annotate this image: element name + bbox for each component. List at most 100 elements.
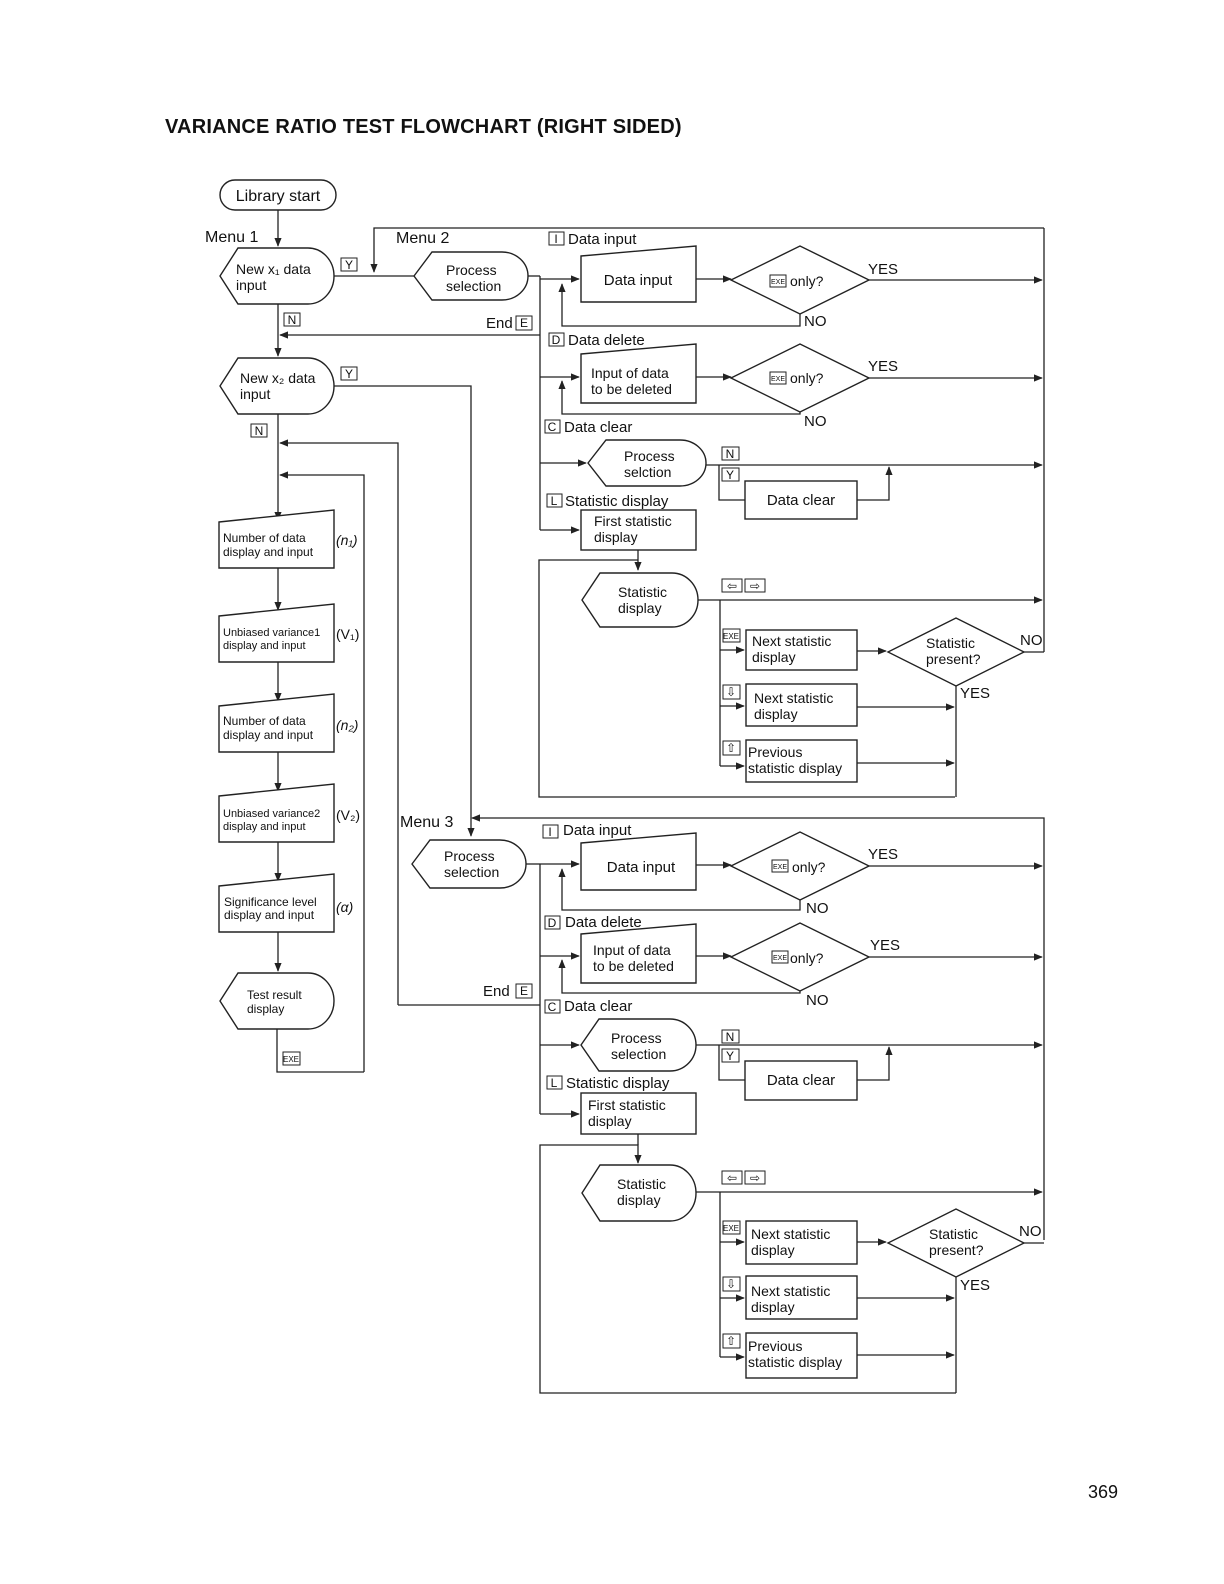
unbiased-variance2-box [218, 783, 335, 843]
svg-text:EXE: EXE [773, 955, 787, 962]
svg-text:Input of data: Input of data [593, 942, 671, 958]
menu1-label: Menu 1 [205, 229, 258, 246]
svg-text:selction: selction [624, 464, 671, 480]
svg-text:D: D [548, 916, 557, 930]
number-of-data-n1-box [218, 509, 335, 569]
svg-text:Number of data: Number of data [223, 714, 306, 728]
svg-text:Statistic display: Statistic display [565, 493, 669, 510]
menu2-process-selection-2 [587, 439, 707, 487]
svg-text:E: E [520, 984, 528, 998]
menu3-previous-statistic-box [745, 1332, 858, 1379]
down-arrow-key-icon [722, 1276, 741, 1292]
svg-text:⇩: ⇩ [726, 685, 736, 699]
svg-text:Y: Y [726, 468, 734, 482]
svg-text:EXE: EXE [771, 376, 785, 383]
d-key-icon [548, 332, 565, 347]
n-key-icon [250, 423, 268, 438]
svg-text:Test result: Test result [247, 988, 302, 1002]
svg-text:YES: YES [870, 937, 900, 954]
svg-text:L: L [551, 494, 558, 508]
svg-text:Unbiased variance1: Unbiased variance1 [223, 627, 320, 639]
svg-text:NO: NO [804, 413, 827, 430]
svg-text:EXE: EXE [283, 1055, 299, 1064]
page-number: 369 [1088, 1482, 1119, 1502]
svg-text:display and input: display and input [224, 908, 315, 922]
svg-text:N: N [288, 313, 297, 327]
svg-text:C: C [548, 1000, 557, 1014]
svg-text:to be deleted: to be deleted [593, 958, 674, 974]
up-arrow-key-icon [722, 740, 741, 756]
left-column: Library start Menu 1 New x₁ data input Y… [205, 179, 540, 1073]
svg-text:Y: Y [345, 367, 353, 381]
y-key-icon [721, 1048, 740, 1063]
svg-text:statistic display: statistic display [748, 1354, 842, 1370]
svg-text:display and input: display and input [223, 545, 314, 559]
svg-text:Next statistic: Next statistic [752, 633, 831, 649]
svg-text:⇩: ⇩ [726, 1277, 736, 1291]
svg-text:YES: YES [868, 261, 898, 278]
svg-text:Data input: Data input [568, 231, 637, 248]
svg-text:Data clear: Data clear [767, 1072, 835, 1089]
exe-key-icon [722, 628, 741, 643]
svg-text:only?: only? [790, 370, 824, 386]
svg-text:selection: selection [611, 1046, 666, 1062]
d-key-icon [544, 915, 561, 930]
svg-text:Data clear: Data clear [767, 492, 835, 509]
end-label-top: End [486, 315, 513, 332]
left-arrow-key-icon [721, 1170, 743, 1185]
svg-text:C: C [548, 420, 557, 434]
svg-text:Data input: Data input [607, 859, 676, 876]
svg-text:only?: only? [790, 950, 824, 966]
y-key-icon [340, 257, 358, 272]
svg-text:D: D [552, 333, 561, 347]
svg-text:Process: Process [611, 1030, 662, 1046]
exe-key-icon [282, 1051, 301, 1066]
svg-text:Data clear: Data clear [564, 998, 632, 1015]
svg-text:display and input: display and input [223, 821, 306, 833]
svg-text:Next statistic: Next statistic [754, 690, 833, 706]
svg-text:display: display [617, 1192, 661, 1208]
menu3-statistic-display [581, 1164, 697, 1222]
c-key-icon [544, 419, 561, 434]
svg-text:I: I [548, 825, 551, 839]
y-key-icon [340, 366, 358, 381]
left-arrow-key-icon [721, 578, 743, 593]
exe-key-icon [722, 1220, 741, 1235]
svg-text:Next statistic: Next statistic [751, 1283, 830, 1299]
svg-text:display: display [752, 649, 796, 665]
svg-text:display: display [588, 1113, 632, 1129]
svg-text:present?: present? [926, 651, 981, 667]
menu2-label: Menu 2 [396, 230, 449, 247]
svg-text:to be deleted: to be deleted [591, 381, 672, 397]
e-key-icon [515, 983, 533, 999]
menu3-input-to-delete-box [580, 923, 697, 984]
svg-text:⇦: ⇦ [727, 1171, 737, 1185]
new-x2-line2: input [240, 386, 270, 402]
n-key-icon [721, 1029, 740, 1044]
svg-text:EXE: EXE [771, 279, 785, 286]
svg-text:NO: NO [806, 992, 829, 1009]
svg-text:N: N [726, 1030, 735, 1044]
i-key-icon [548, 231, 565, 246]
svg-text:E: E [520, 316, 528, 330]
svg-text:Data delete: Data delete [565, 914, 642, 931]
svg-text:present?: present? [929, 1242, 984, 1258]
svg-text:YES: YES [868, 846, 898, 863]
svg-text:YES: YES [960, 685, 990, 702]
svg-text:selection: selection [444, 864, 499, 880]
new-x1-line1: New x₁ data [236, 261, 311, 277]
svg-text:(n₁): (n₁) [336, 532, 358, 548]
svg-text:Y: Y [726, 1049, 734, 1063]
svg-text:Process: Process [444, 848, 495, 864]
new-x2-line1: New x₂ data [240, 370, 316, 386]
unbiased-variance1-box [218, 603, 335, 663]
svg-text:N: N [255, 424, 264, 438]
menu2-next-statistic-box-2 [745, 683, 858, 727]
svg-text:Previous: Previous [748, 1338, 802, 1354]
exe-key-icon [771, 859, 789, 873]
svg-text:statistic display: statistic display [748, 760, 842, 776]
svg-text:display: display [751, 1242, 795, 1258]
svg-text:NO: NO [1019, 1223, 1042, 1240]
menu3-data-clear-box [744, 1060, 858, 1101]
